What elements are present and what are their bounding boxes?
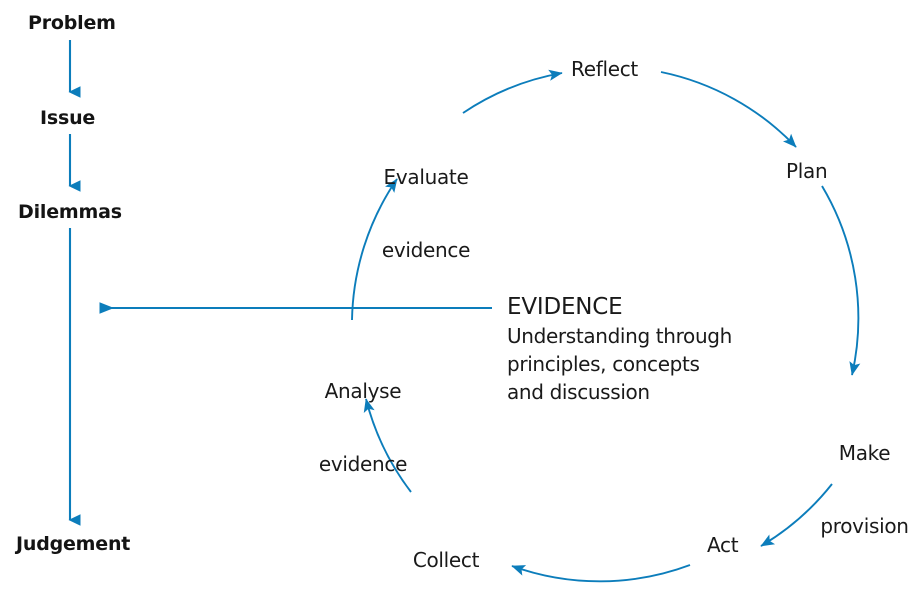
cycle-arcs: [351, 69, 861, 583]
cycle-label-act: Act: [707, 533, 739, 557]
cycle-label-make-provision-line1: Make: [838, 440, 891, 465]
arc-reflect-to-plan: [660, 71, 797, 148]
evidence-body-line3: and discussion: [507, 380, 650, 404]
arc-analyse-to-evaluate: [351, 178, 398, 321]
cycle-label-collect-evidence: Collect evidence: [390, 499, 502, 597]
cycle-label-make-provision: Make provision: [806, 392, 923, 587]
arc-make-provision-to-act: [760, 483, 833, 547]
cycle-label-analyse-evidence-line2: evidence: [318, 451, 408, 476]
cycle-label-reflect: Reflect: [571, 57, 638, 81]
cycle-label-collect-evidence-line1: Collect: [412, 547, 480, 572]
cycle-label-evaluate-evidence-line2: evidence: [381, 237, 471, 262]
cycle-label-plan: Plan: [786, 159, 828, 183]
evidence-body-line2: principles, concepts: [507, 352, 700, 376]
evidence-body: Understanding through principles, concep…: [507, 322, 732, 406]
cycle-label-evaluate-evidence-line1: Evaluate: [383, 164, 469, 189]
evidence-body-line1: Understanding through: [507, 324, 732, 348]
evidence-title: EVIDENCE: [507, 294, 623, 320]
chain-label-judgement: Judgement: [16, 533, 131, 555]
arc-plan-to-make-provision: [821, 185, 861, 376]
chain-label-dilemmas: Dilemmas: [18, 201, 122, 223]
arc-act-to-collect-evidence: [511, 564, 691, 583]
arc-evaluate-to-reflect: [462, 69, 563, 114]
chain-label-issue: Issue: [40, 107, 96, 129]
arc-collect-to-analyse: [363, 398, 412, 493]
cycle-label-analyse-evidence-line1: Analyse: [324, 378, 402, 403]
cycle-label-make-provision-line2: provision: [820, 513, 909, 538]
cycle-label-analyse-evidence: Analyse evidence: [307, 330, 419, 525]
evidence-block: EVIDENCE Understanding through principle…: [507, 294, 732, 406]
cycle-label-evaluate-evidence: Evaluate evidence: [370, 116, 482, 311]
chain-label-problem: Problem: [28, 12, 116, 34]
